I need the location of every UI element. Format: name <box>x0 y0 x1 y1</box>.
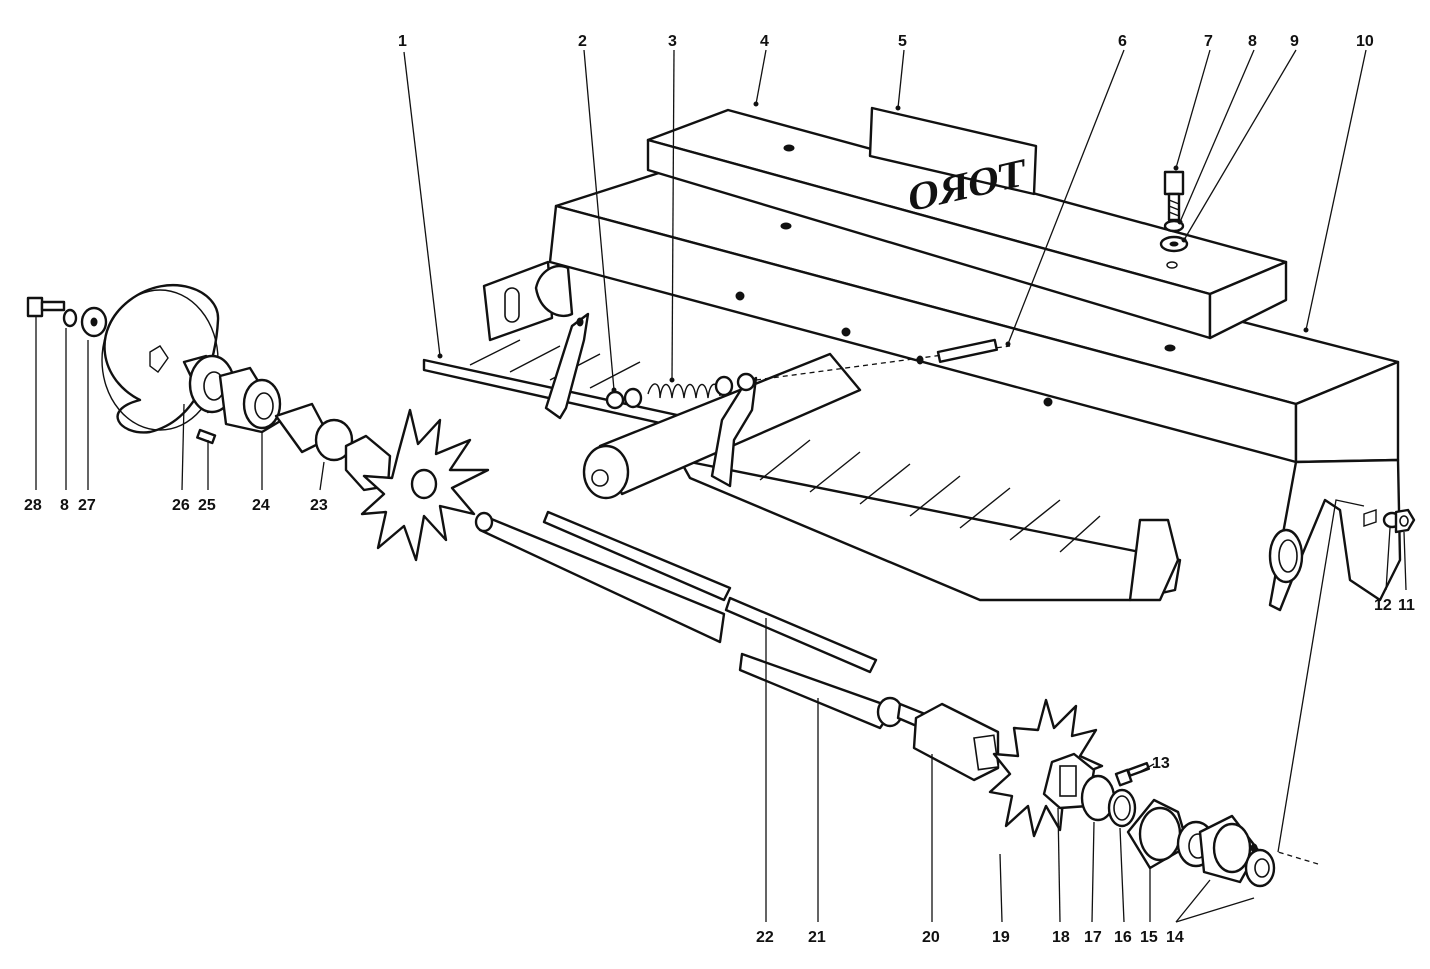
top-plate <box>646 108 1288 340</box>
stud <box>916 338 999 365</box>
callout-20: 20 <box>922 929 940 946</box>
star-wheel-right <box>988 698 1104 838</box>
callout-13: 13 <box>1152 755 1170 772</box>
right-bearing-hardware <box>1042 752 1276 888</box>
nut-assembly <box>1363 508 1416 534</box>
callout-9: 9 <box>1290 33 1299 50</box>
callout-18: 18 <box>1052 929 1070 946</box>
callout-21: 21 <box>808 929 826 946</box>
callout-23: 23 <box>310 497 328 514</box>
callout-15: 15 <box>1140 929 1158 946</box>
callout-6: 6 <box>1118 33 1127 50</box>
callout-5: 5 <box>898 33 907 50</box>
leader-lines <box>35 49 1407 923</box>
callout-27: 27 <box>78 497 96 514</box>
callout-labels: 1 2 3 4 5 6 7 8 9 10 11 12 13 14 15 16 1… <box>24 33 1415 946</box>
callout-16: 16 <box>1114 929 1132 946</box>
callout-14: 14 <box>1166 929 1184 946</box>
callout-25: 25 <box>198 497 216 514</box>
callout-17: 17 <box>1084 929 1102 946</box>
housing <box>482 170 1402 612</box>
callout-10: 10 <box>1356 33 1374 50</box>
callout-8-left: 8 <box>60 497 69 514</box>
callout-4: 4 <box>760 33 769 50</box>
shaft-assembly <box>474 510 1000 782</box>
callout-12: 12 <box>1374 597 1392 614</box>
callout-11: 11 <box>1398 597 1415 614</box>
callout-7: 7 <box>1204 33 1213 50</box>
left-wheel-hardware <box>26 283 490 562</box>
callout-19: 19 <box>992 929 1010 946</box>
callout-1: 1 <box>398 33 407 50</box>
callout-22: 22 <box>756 929 774 946</box>
roller-and-arms <box>544 312 862 500</box>
callout-3: 3 <box>668 33 677 50</box>
callout-24: 24 <box>252 497 270 514</box>
callout-2: 2 <box>578 33 587 50</box>
callout-28: 28 <box>24 497 42 514</box>
callout-26: 26 <box>172 497 190 514</box>
callout-8-top: 8 <box>1248 33 1257 50</box>
